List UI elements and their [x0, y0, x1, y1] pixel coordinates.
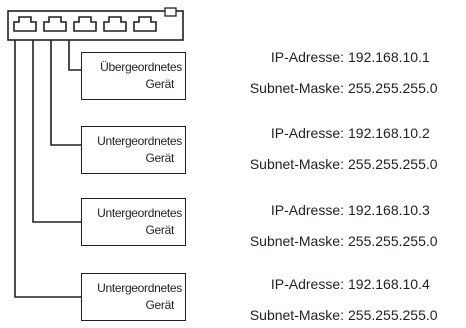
network-switch-icon [7, 7, 184, 41]
device-noun: Gerät [145, 223, 174, 237]
subnet-mask-value: 255.255.255.0 [348, 80, 438, 96]
ip-address-label: IP-Adresse: [270, 49, 344, 65]
device-box-4: Untergeordnetes Gerät [81, 273, 186, 321]
device-noun: Gerät [145, 151, 174, 165]
device-box-3: Untergeordnetes Gerät [81, 198, 186, 246]
cable-device-2 [50, 40, 81, 146]
subnet-mask-value: 255.255.255.0 [348, 156, 438, 172]
switch-port-icon [73, 16, 97, 32]
device-noun: Gerät [145, 77, 174, 91]
ip-address-label: IP-Adresse: [270, 202, 344, 218]
switch-port-icon [43, 16, 67, 32]
ip-address-value: 192.168.10.2 [348, 125, 430, 141]
cable-device-1 [68, 40, 81, 71]
subnet-mask-label: Subnet-Maske: [249, 233, 344, 249]
switch-led [164, 7, 177, 17]
switch-port-icon [13, 16, 37, 32]
subnet-mask-label: Subnet-Maske: [249, 307, 344, 323]
device-role: Untergeordnetes [97, 134, 182, 148]
device-role: Übergeordnetes [100, 60, 182, 74]
device-box-1: Übergeordnetes Gerät [81, 52, 186, 100]
ip-address-value: 192.168.10.3 [348, 202, 430, 218]
device-role: Untergeordnetes [97, 281, 182, 295]
ip-address-label: IP-Adresse: [270, 276, 344, 292]
device-noun: Gerät [145, 298, 174, 312]
ip-address-label: IP-Adresse: [270, 125, 344, 141]
subnet-mask-value: 255.255.255.0 [348, 307, 438, 323]
switch-port-icon [103, 16, 127, 32]
device-box-2: Untergeordnetes Gerät [81, 126, 186, 174]
subnet-mask-label: Subnet-Maske: [249, 156, 344, 172]
device-role: Untergeordnetes [97, 206, 182, 220]
subnet-mask-label: Subnet-Maske: [249, 80, 344, 96]
switch-port-icon [133, 16, 157, 32]
ip-address-value: 192.168.10.4 [348, 276, 430, 292]
cable-device-4 [14, 40, 81, 298]
ip-address-value: 192.168.10.1 [348, 49, 430, 65]
switch-ports [13, 16, 157, 32]
cables [14, 40, 81, 298]
subnet-mask-value: 255.255.255.0 [348, 233, 438, 249]
cable-device-3 [32, 40, 81, 223]
